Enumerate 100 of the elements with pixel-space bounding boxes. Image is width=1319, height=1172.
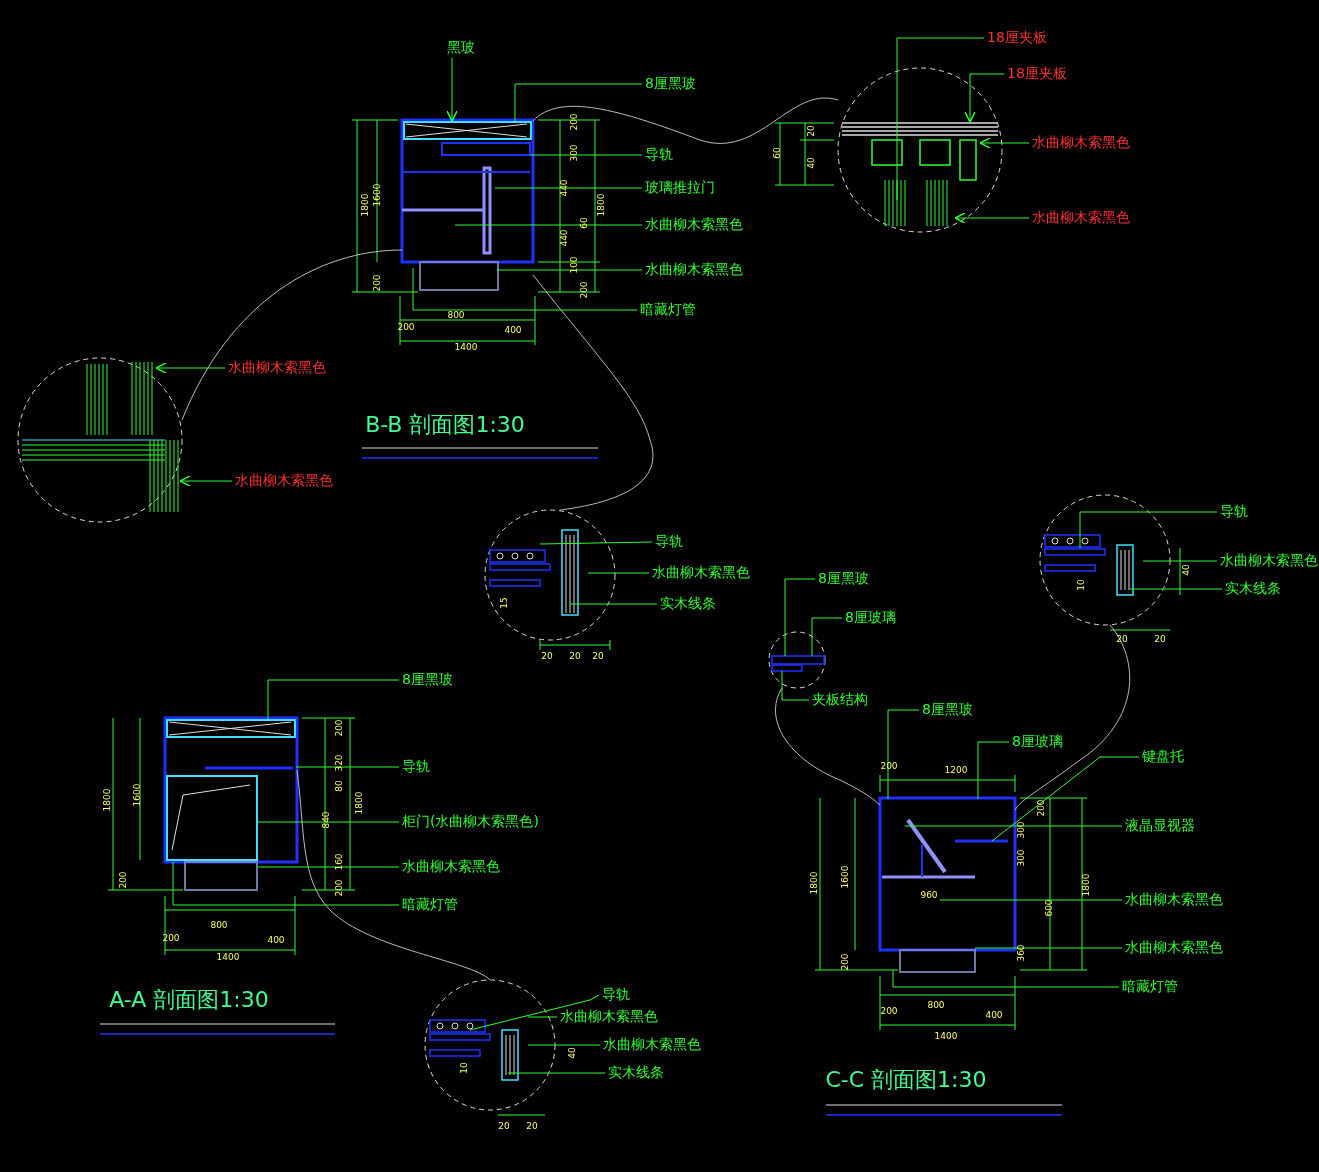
- detail-reference-curve: [296, 769, 491, 981]
- leader-line: [179, 475, 233, 487]
- callout-text: 夹板结构: [812, 692, 868, 708]
- dimension-text: 20: [526, 1122, 538, 1132]
- dimension-text: 20: [541, 652, 553, 662]
- leader-line: [784, 578, 816, 657]
- leader-line: [257, 821, 400, 823]
- dimension-text: 200: [397, 323, 415, 333]
- callout-text: 水曲柳木索黑色: [652, 565, 750, 581]
- dimension-text: 400: [267, 936, 285, 946]
- detail-reference-curve: [775, 687, 881, 806]
- dimension-text: 1800: [103, 788, 113, 812]
- dimension-text: 20: [592, 652, 604, 662]
- dimension-text: 60: [773, 147, 783, 159]
- dimension-text: 300: [570, 144, 580, 162]
- leader-line: [904, 825, 1123, 827]
- dimension-text: 20: [1154, 635, 1166, 645]
- dimension-text: 440: [560, 179, 570, 197]
- callout-text: 水曲柳木索黑色: [402, 859, 500, 875]
- dimension-text: 800: [447, 311, 465, 321]
- leader-line: [954, 212, 1030, 224]
- callout-text: 导轨: [655, 534, 683, 550]
- dimension-text: 1800: [1082, 873, 1092, 897]
- dimension-text: 40: [807, 157, 817, 169]
- dimension-text: 20: [807, 125, 817, 137]
- leader-line: [939, 899, 1123, 901]
- dimension-text: 15: [500, 597, 510, 609]
- callout-text: 实木线条: [660, 596, 716, 612]
- leader-line: [155, 362, 226, 374]
- leader-line: [507, 1072, 606, 1074]
- dimension-text: 1400: [216, 953, 240, 963]
- detail-circle-drawing: [424, 979, 556, 1111]
- callout-text: 实木线条: [608, 1065, 664, 1081]
- detail-circle-drawing: [837, 67, 1003, 233]
- leader-line: [781, 670, 810, 701]
- dimension-text: 100: [570, 256, 580, 274]
- callout-text: 18厘夹板: [1007, 66, 1067, 82]
- dimension-text: 1600: [133, 783, 143, 807]
- dimension-text: 200: [1037, 799, 1047, 817]
- callout-text: 柜门(水曲柳木索黑色): [402, 814, 539, 830]
- section-title: B-B 剖面图1:30: [365, 412, 525, 438]
- callout-text: 水曲柳木索黑色: [603, 1037, 701, 1053]
- detail-reference-curve: [532, 97, 839, 144]
- leader-line: [811, 617, 843, 657]
- dimension-text: 200: [841, 953, 851, 971]
- callout-text: 玻璃推拉门: [645, 180, 715, 196]
- callout-text: 8厘玻璃: [1012, 734, 1063, 750]
- dimension-text: 1600: [841, 865, 851, 889]
- callout-text: 水曲柳木索黑色: [1125, 892, 1223, 908]
- callout-text: 水曲柳木索黑色: [645, 217, 743, 233]
- detail-reference-curve: [181, 249, 403, 421]
- dimension-text: 1800: [355, 791, 365, 815]
- dimension-text: 360: [1017, 944, 1027, 962]
- dimension-text: 1800: [597, 193, 607, 217]
- leader-line: [529, 154, 643, 156]
- callout-text: 暗藏灯管: [402, 897, 458, 913]
- leader-line: [494, 187, 643, 189]
- dimension-text: 1400: [934, 1032, 958, 1042]
- callout-text: 18厘夹板: [987, 30, 1047, 46]
- dimension-text: 160: [335, 853, 345, 871]
- detail-circle-drawing: [1039, 494, 1171, 626]
- dimension-text: 10: [1077, 579, 1087, 591]
- dimension-text: 200: [880, 1007, 898, 1017]
- dimension-text: 1800: [810, 871, 820, 895]
- leader-line: [496, 269, 643, 271]
- dimension-text: 200: [119, 871, 129, 889]
- leader-line: [887, 709, 920, 800]
- dimension-text: 60: [580, 217, 590, 229]
- dimension-text: 20: [1116, 635, 1128, 645]
- dimension-text: 200: [580, 281, 590, 299]
- leader-line: [514, 83, 643, 122]
- dimension-text: 840: [322, 811, 332, 829]
- dimension-text: 10: [460, 1062, 470, 1074]
- callout-text: 导轨: [602, 987, 630, 1003]
- detail-circle-drawing: [484, 509, 616, 641]
- leader-line: [172, 861, 400, 906]
- dimension-text: 200: [335, 719, 345, 737]
- leader-line: [896, 37, 985, 201]
- callout-text: 水曲柳木索黑色: [235, 473, 333, 489]
- callout-text: 8厘黑玻: [402, 672, 453, 688]
- callout-text: 水曲柳木索黑色: [560, 1009, 658, 1025]
- leader-line: [979, 137, 1030, 149]
- detail-circle-drawing: [17, 357, 183, 523]
- callout-text: 暗藏灯管: [1122, 979, 1178, 995]
- callout-text: 导轨: [1220, 504, 1248, 520]
- dimension-text: 300: [1017, 849, 1027, 867]
- callout-text: 水曲柳木索黑色: [1032, 135, 1130, 151]
- leader-line: [964, 73, 1005, 123]
- dimension-text: 300: [1017, 821, 1027, 839]
- callout-text: 水曲柳木索黑色: [645, 262, 743, 278]
- leader-line: [892, 969, 1120, 988]
- leader-line: [527, 1044, 601, 1046]
- callout-text: 液晶显视器: [1125, 818, 1195, 834]
- leader-line: [539, 541, 653, 545]
- leader-line: [267, 679, 400, 720]
- callout-text: 水曲柳木索黑色: [228, 360, 326, 376]
- dimension-text: 440: [560, 229, 570, 247]
- leader-line: [295, 766, 400, 768]
- dimension-text: 1600: [373, 183, 383, 207]
- leader-line: [469, 994, 600, 1031]
